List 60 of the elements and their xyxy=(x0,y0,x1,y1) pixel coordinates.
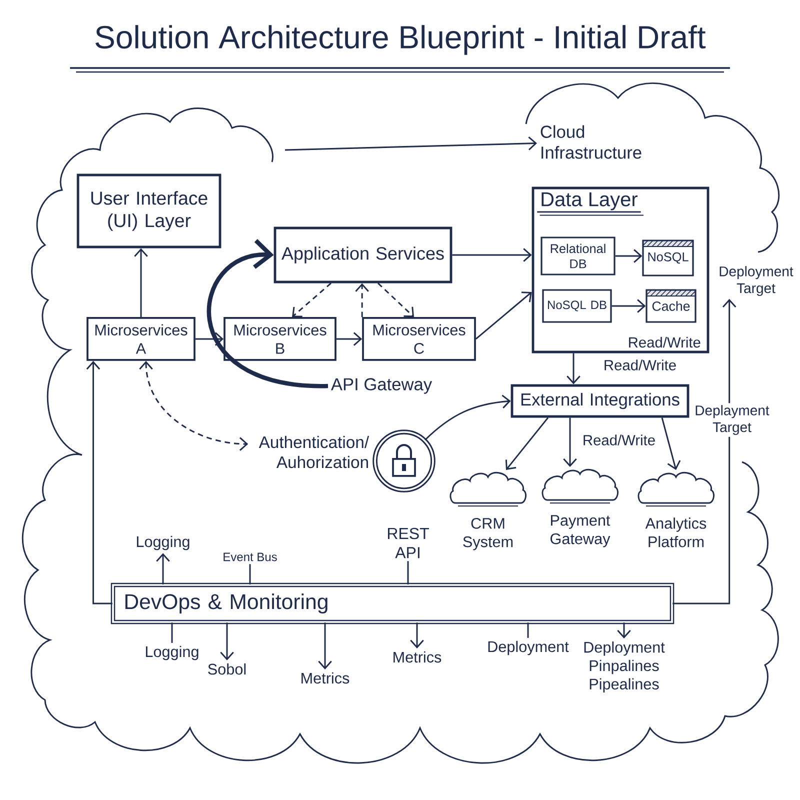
label: REST API xyxy=(388,528,429,558)
node-label: CRM System xyxy=(463,518,513,550)
node-label: Analytics Platform xyxy=(645,518,706,548)
arrow xyxy=(195,332,224,346)
arrow xyxy=(563,418,577,467)
line xyxy=(407,561,409,584)
title: Solution Architecture Blueprint - Initial Draft xyxy=(70,25,730,73)
arrow xyxy=(156,553,170,584)
label: Logging xyxy=(146,646,198,660)
arrow xyxy=(615,249,642,263)
arrow xyxy=(410,622,424,648)
double-arrow xyxy=(139,360,248,451)
label: Logging xyxy=(136,536,190,550)
arrow xyxy=(612,299,646,313)
label: Deployment Target xyxy=(720,266,794,296)
label: Event Bus xyxy=(224,552,277,562)
arrow xyxy=(292,282,332,318)
label: Deployment xyxy=(488,640,569,656)
database-box: NoSQL DB xyxy=(542,289,612,323)
database-box: Relational DB xyxy=(540,236,616,276)
arrow xyxy=(378,282,414,318)
label: Authentication/ Auhorization xyxy=(258,436,370,468)
edge-label: Deplayment Target xyxy=(691,403,773,437)
platform-bar: DevOps & Monitoring xyxy=(110,582,674,624)
node-label: Payment Gateway xyxy=(550,515,610,548)
arrow xyxy=(475,292,532,340)
label: API Gateway xyxy=(330,378,432,394)
arrow xyxy=(318,622,332,670)
cache-box: Cache xyxy=(646,289,696,323)
service-box: Microservices B xyxy=(224,317,336,361)
arrow xyxy=(284,136,537,151)
arrow xyxy=(336,332,362,346)
service-box: Application Services xyxy=(274,226,452,284)
service-box: Microservices A xyxy=(86,317,196,361)
database-box: NoSQL xyxy=(642,240,694,276)
line xyxy=(527,622,529,638)
arrow xyxy=(566,353,580,384)
arrow xyxy=(355,283,369,318)
arrow xyxy=(617,622,631,639)
label: Metrics xyxy=(394,651,442,663)
line xyxy=(249,564,251,584)
arrow xyxy=(505,417,549,470)
layer-box: User Interface (UI) Layer xyxy=(76,174,222,248)
edge-label: Read/Write xyxy=(580,432,658,448)
arrow xyxy=(220,622,234,660)
edge-label: Read/Write xyxy=(601,358,679,372)
line xyxy=(171,622,173,643)
arrow xyxy=(424,394,511,440)
arrow xyxy=(452,248,532,262)
service-box: Microservices C xyxy=(362,317,476,361)
label: Metrics xyxy=(302,672,350,684)
arrow xyxy=(672,298,736,604)
integration-box: External Integrations xyxy=(510,384,690,418)
label: Deployment Pinpalines Pipealines xyxy=(584,641,665,693)
arrow xyxy=(86,360,112,604)
arrow xyxy=(207,239,328,388)
label: Sobol xyxy=(208,663,246,675)
arrow xyxy=(134,248,148,318)
label: Cloud Infrastructure xyxy=(540,125,642,159)
arrow xyxy=(661,418,681,470)
